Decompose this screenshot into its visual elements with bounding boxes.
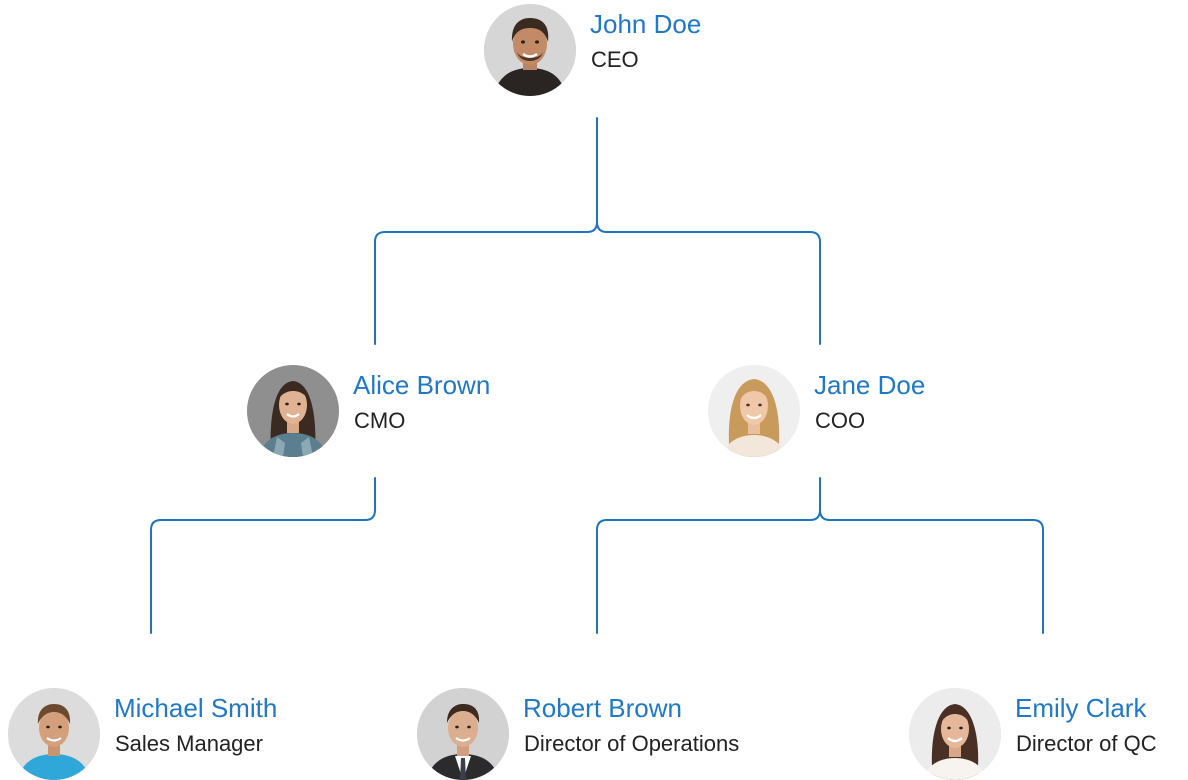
- avatar-jane-doe: [708, 365, 800, 457]
- connector-coo-to-director-qc: [819, 509, 1044, 634]
- connector-ceo-to-coo: [596, 221, 821, 345]
- person-role: Director of Operations: [524, 731, 740, 756]
- avatar-photo-icon: [417, 688, 509, 780]
- avatar-photo-icon: [909, 688, 1001, 780]
- connector-cmo-to-sales-manager: [150, 477, 376, 634]
- person-role: Sales Manager: [115, 731, 263, 756]
- person-role: COO: [815, 408, 866, 433]
- connector-coo-to-director-operations: [596, 477, 821, 634]
- avatar-photo-icon: [8, 688, 100, 780]
- avatar-robert-brown: [417, 688, 509, 780]
- person-name: Robert Brown: [523, 693, 682, 723]
- avatar-photo-icon: [484, 4, 576, 96]
- avatar-alice-brown: [247, 365, 339, 457]
- avatar-photo-icon: [247, 365, 339, 457]
- person-name: John Doe: [590, 9, 702, 39]
- person-name: Jane Doe: [814, 370, 926, 400]
- avatar-emily-clark: [909, 688, 1001, 780]
- person-role: CMO: [354, 408, 406, 433]
- person-role: CEO: [591, 47, 639, 72]
- avatar-photo-icon: [708, 365, 800, 457]
- person-name: Alice Brown: [353, 370, 491, 400]
- person-role: Director of QC: [1016, 731, 1157, 756]
- person-name: Emily Clark: [1015, 693, 1147, 723]
- avatar-john-doe: [484, 4, 576, 96]
- connector-ceo-to-cmo: [374, 117, 598, 345]
- person-name: Michael Smith: [114, 693, 278, 723]
- avatar-michael-smith: [8, 688, 100, 780]
